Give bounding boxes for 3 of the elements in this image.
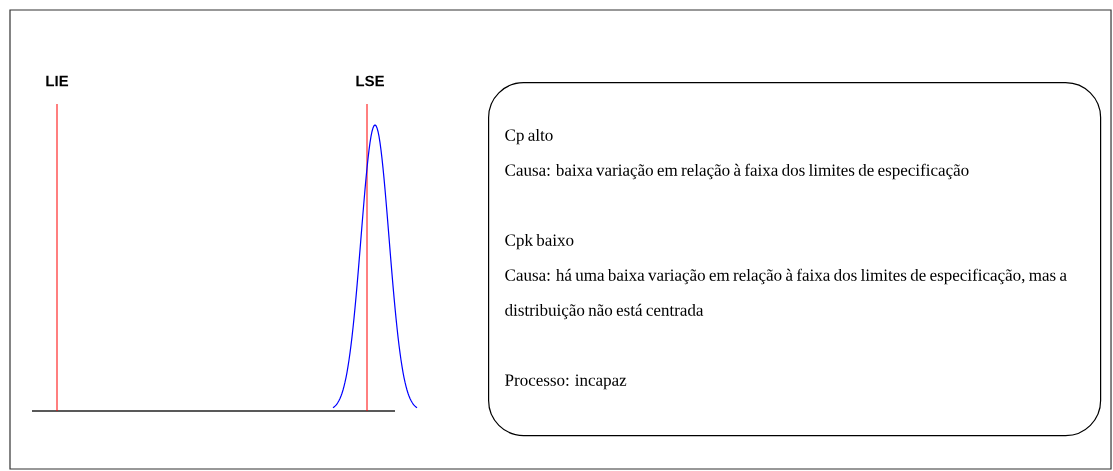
text-box: Cp alto Causa: baixa variação em relação à faixa dos limites de especificação Cpk baixo Causa: há uma baixa variação em relação à faixa dos limites de especificação, mas a distribuição não está centrada Processo: incapaz <box>488 82 1102 437</box>
limit-label: LSE <box>356 75 384 87</box>
limit-label: LIE <box>46 75 69 87</box>
